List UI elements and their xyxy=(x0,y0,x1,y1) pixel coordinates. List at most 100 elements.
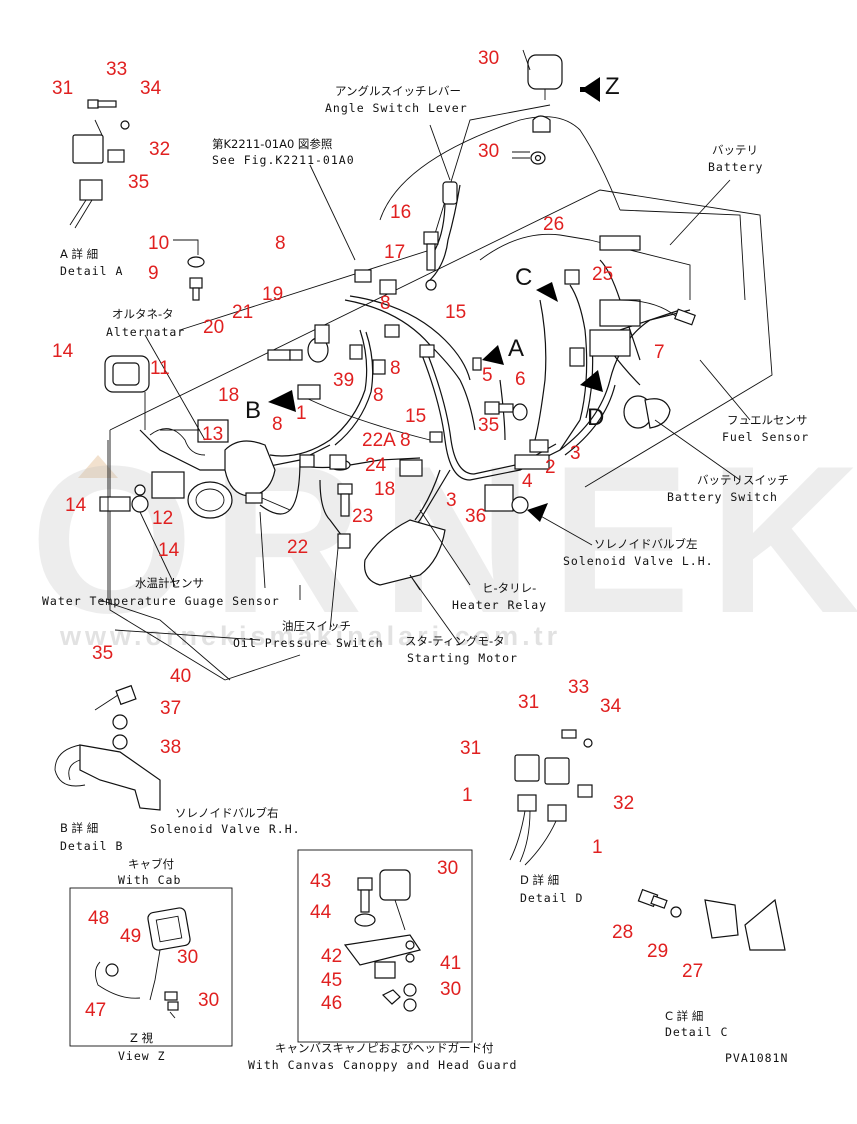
callout-39: 39 xyxy=(333,370,354,391)
solenoid-lh-en: Solenoid Valve L.H. xyxy=(563,554,714,568)
canopy-jp: キャンバスキャノピおよびヘッドガード付 xyxy=(275,1041,494,1055)
callout-33: 33 xyxy=(106,59,127,80)
head-lamp-z xyxy=(527,54,563,90)
oil-pressure-jp: 油圧スイッチ xyxy=(282,619,351,633)
detail-a: A 詳 細 Detail A xyxy=(60,99,130,278)
view-z-jp: Z 視 xyxy=(130,1031,154,1045)
component-labels: アングルスイッチレバー Angle Switch Lever 第K2211-01… xyxy=(42,84,809,1065)
callout-49: 49 xyxy=(120,926,141,947)
callout-8: 8 xyxy=(400,430,411,451)
callout-18: 18 xyxy=(374,479,395,500)
callout-13: 13 xyxy=(202,424,223,445)
view-letter-a: A xyxy=(508,335,524,362)
callout-30: 30 xyxy=(177,947,198,968)
alternator-en: Alternatar xyxy=(106,325,185,339)
callout-30: 30 xyxy=(440,979,461,1000)
components-main xyxy=(99,54,696,591)
view-letter-labels: Z C A D B xyxy=(245,73,620,431)
detail-b-jp: B 詳 細 xyxy=(60,821,98,835)
canopy-box: キャンバスキャノピおよびヘッドガード付 With Canvas Canoppy … xyxy=(248,849,517,1072)
callout-33: 33 xyxy=(568,677,589,698)
callout-23: 23 xyxy=(352,506,373,527)
view-z-box: キャブ付 With Cab Z 視 View Z xyxy=(69,857,233,1063)
callout-15: 15 xyxy=(405,406,426,427)
detail-a-jp: A 詳 細 xyxy=(60,247,98,261)
callout-21: 21 xyxy=(232,302,253,323)
canopy-en: With Canvas Canoppy and Head Guard xyxy=(248,1058,517,1072)
callout-4: 4 xyxy=(522,471,533,492)
callout-41: 41 xyxy=(440,953,461,974)
detail-b-en: Detail B xyxy=(60,839,123,853)
with-cab-jp: キャブ付 xyxy=(128,857,174,871)
callout-30: 30 xyxy=(437,858,458,879)
battery-switch-jp: バッテリスイッチ xyxy=(697,473,789,487)
view-letter-b: B xyxy=(245,397,261,424)
callout-32: 32 xyxy=(149,139,170,160)
callout-35: 35 xyxy=(128,172,149,193)
drawing-code: PVA1081N xyxy=(725,1051,788,1065)
callout-31: 31 xyxy=(518,692,539,713)
callout-1: 1 xyxy=(296,403,307,424)
callout-1: 1 xyxy=(592,837,603,858)
callout-35: 35 xyxy=(478,415,499,436)
callout-10: 10 xyxy=(148,233,169,254)
with-cab-en: With Cab xyxy=(118,873,181,887)
detail-c: C 詳 細 Detail C xyxy=(637,888,786,1039)
callout-40: 40 xyxy=(170,666,191,687)
callout-9: 9 xyxy=(148,263,159,284)
fuel-sensor-en: Fuel Sensor xyxy=(722,430,809,444)
detail-c-jp: C 詳 細 xyxy=(665,1009,703,1023)
starting-motor-en: Starting Motor xyxy=(407,651,518,665)
heater-relay-jp: ヒ-タリレ- xyxy=(482,581,536,595)
view-arrows xyxy=(268,77,603,522)
detail-d-en: Detail D xyxy=(520,891,583,905)
starting-motor-jp: スタ-ティングモ-タ xyxy=(405,634,505,648)
callout-27: 27 xyxy=(682,961,703,982)
see-fig-jp: 第K2211-01A0 図参照 xyxy=(212,137,332,151)
callout-3: 3 xyxy=(446,490,457,511)
callout-2: 2 xyxy=(545,457,556,478)
callout-8: 8 xyxy=(272,414,283,435)
detail-b: B 詳 細 Detail B ソレノイドバルブ右 Solenoid Valve … xyxy=(54,684,300,853)
angle-switch-en: Angle Switch Lever xyxy=(325,101,468,115)
callout-8: 8 xyxy=(373,385,384,406)
battery-switch-en: Battery Switch xyxy=(667,490,778,504)
callout-8: 8 xyxy=(380,293,391,314)
detail-d: D 詳 細 Detail D xyxy=(509,729,593,905)
angle-switch-jp: アングルスイッチレバー xyxy=(335,84,461,98)
arrow-solenoid-icon xyxy=(527,503,548,522)
callout-8: 8 xyxy=(390,358,401,379)
detail-c-en: Detail C xyxy=(665,1025,728,1039)
callout-numbers: 30 30 31 33 34 32 35 16 17 26 25 10 9 8 … xyxy=(52,48,703,1021)
callout-45: 45 xyxy=(321,970,342,991)
water-temp-jp: 水温計センサ xyxy=(135,576,204,590)
water-temp-en: Water Temperature Guage Sensor xyxy=(42,594,280,608)
callout-18: 18 xyxy=(218,385,239,406)
callout-22A: 22A xyxy=(362,430,396,451)
solenoid-rh-jp: ソレノイドバルブ右 xyxy=(175,806,279,820)
solenoid-lh-jp: ソレノイドバルブ左 xyxy=(594,537,698,551)
callout-44: 44 xyxy=(310,902,332,923)
arrow-d-icon xyxy=(580,370,603,392)
callout-1: 1 xyxy=(462,785,473,806)
arrow-a-icon xyxy=(482,345,504,365)
callout-30: 30 xyxy=(478,48,499,69)
fuel-sensor-jp: フュエルセンサ xyxy=(727,413,808,427)
arrow-b-icon xyxy=(268,390,296,412)
callout-30: 30 xyxy=(478,141,499,162)
callout-15: 15 xyxy=(445,302,466,323)
callout-20: 20 xyxy=(203,317,224,338)
alternator-jp: オルタネ-タ xyxy=(112,307,174,321)
callout-31: 31 xyxy=(52,78,73,99)
callout-22: 22 xyxy=(287,537,308,558)
callout-16: 16 xyxy=(390,202,411,223)
callout-7: 7 xyxy=(654,342,665,363)
callout-24: 24 xyxy=(365,455,387,476)
callout-42: 42 xyxy=(321,946,342,967)
callout-28: 28 xyxy=(612,922,633,943)
callout-48: 48 xyxy=(88,908,109,929)
callout-14: 14 xyxy=(52,341,74,362)
view-letter-d: D xyxy=(587,404,604,431)
callout-25: 25 xyxy=(592,264,613,285)
